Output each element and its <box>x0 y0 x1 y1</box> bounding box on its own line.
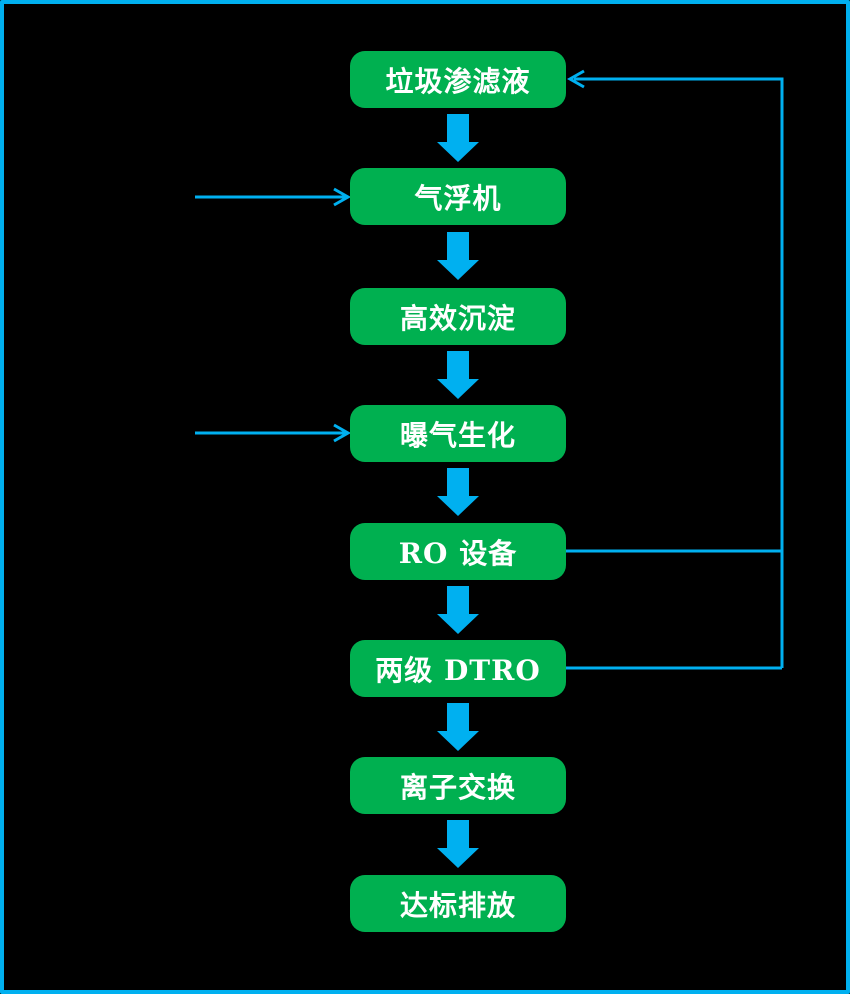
node-air-flotation: 气浮机 <box>350 168 566 225</box>
flow-arrow-down-2 <box>437 232 479 280</box>
input-arrowhead-air-flotation <box>333 187 352 207</box>
node-ro-equipment: RO 设备 <box>350 523 566 580</box>
feedback-line-vertical <box>574 77 784 668</box>
node-two-stage-dtro: 两级 DTRO <box>350 640 566 697</box>
feedback-arrowhead-leachate <box>566 69 585 89</box>
node-standard-discharge: 达标排放 <box>350 875 566 932</box>
node-high-efficiency-sedimentation: 高效沉淀 <box>350 288 566 345</box>
flow-arrow-down-4 <box>437 468 479 516</box>
flow-arrow-down-6 <box>437 703 479 751</box>
node-leachate: 垃圾渗滤液 <box>350 51 566 108</box>
node-ion-exchange: 离子交换 <box>350 757 566 814</box>
node-aeration-biochemical: 曝气生化 <box>350 405 566 462</box>
input-arrowhead-aeration <box>333 423 352 443</box>
flow-arrow-down-5 <box>437 586 479 634</box>
flow-arrow-down-1 <box>437 114 479 162</box>
flow-arrow-down-3 <box>437 351 479 399</box>
flow-arrow-down-7 <box>437 820 479 868</box>
